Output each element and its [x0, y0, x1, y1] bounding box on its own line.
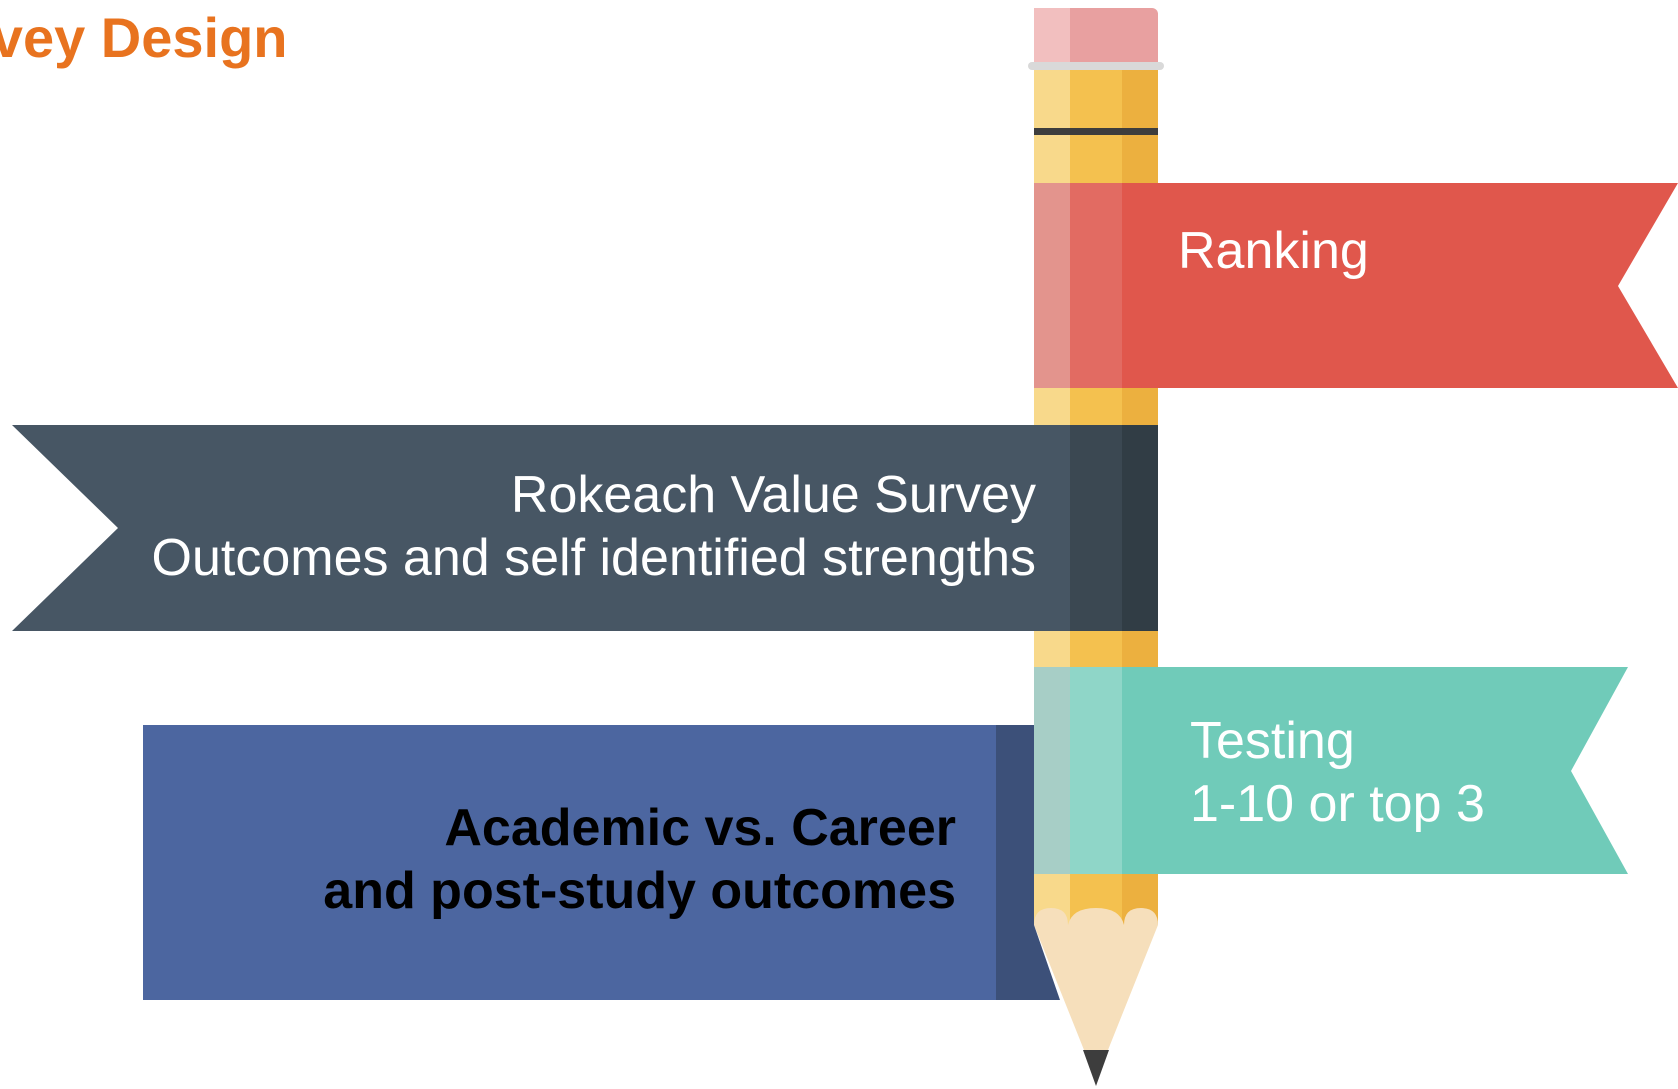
- academic-line-1: Academic vs. Career: [444, 799, 956, 857]
- testing-label: Testing 1-10 or top 3: [1190, 710, 1485, 837]
- testing-line-2: 1-10 or top 3: [1190, 775, 1485, 834]
- banner-ranking: [1034, 183, 1678, 388]
- testing-line-1: Testing: [1190, 712, 1355, 770]
- page-title: rvey Design: [0, 6, 288, 69]
- academic-line-2: and post-study outcomes: [323, 862, 956, 921]
- ranking-line-1: Ranking: [1178, 222, 1369, 280]
- ranking-label: Ranking: [1178, 220, 1369, 283]
- rokeach-line-1: Rokeach Value Survey: [510, 466, 1036, 524]
- banner-academic: [143, 725, 1060, 1000]
- banner-rokeach: [12, 425, 1158, 631]
- rokeach-label: Rokeach Value Survey Outcomes and self i…: [152, 464, 1036, 591]
- rokeach-line-2: Outcomes and self identified strengths: [151, 529, 1036, 588]
- academic-label: Academic vs. Career and post-study outco…: [323, 797, 956, 924]
- banner-testing: [1034, 667, 1628, 874]
